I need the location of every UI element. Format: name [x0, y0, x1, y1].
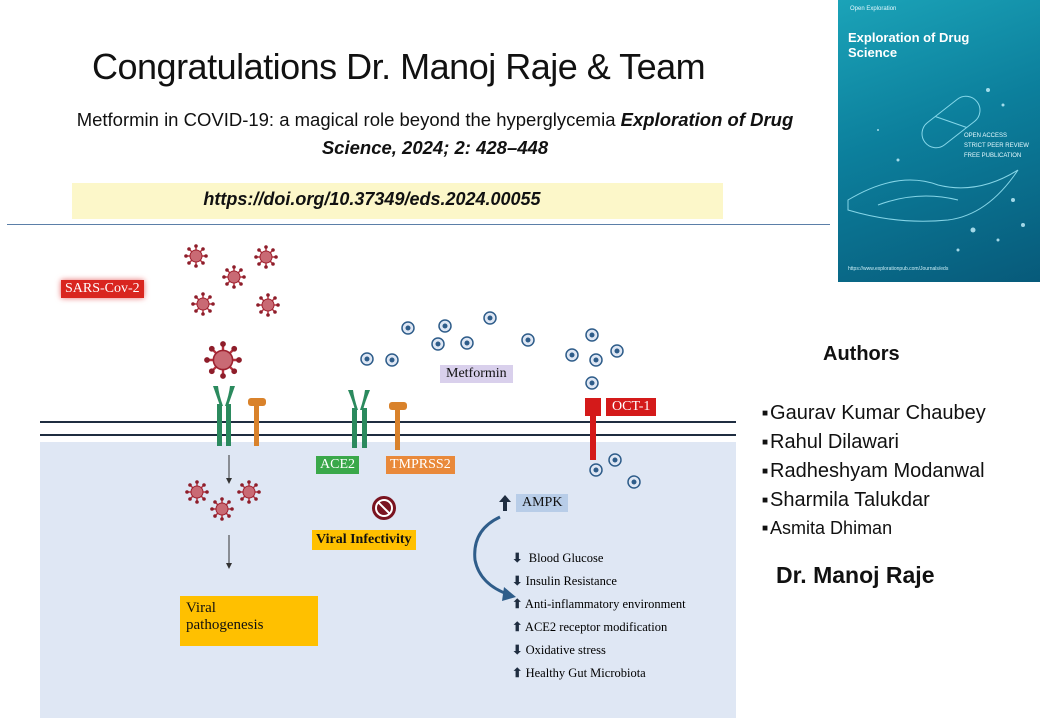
oct1-label: OCT-1: [606, 398, 657, 416]
cover-publisher: Open Exploration: [850, 6, 897, 12]
tmprss2-protease: [248, 398, 266, 446]
bound-virus: [202, 339, 244, 381]
virus-particle: [183, 243, 209, 269]
doi-highlight: [72, 183, 723, 219]
journal-cover-image: Open Exploration Exploration of Drug Sci…: [838, 0, 1040, 282]
virus-particle: [184, 479, 210, 505]
metformin-molecule: [585, 376, 599, 390]
author-item: ■Radheshyam Modanwal: [762, 460, 985, 482]
cover-title: Exploration of Drug Science: [848, 30, 970, 60]
ampk-label: AMPK: [516, 494, 569, 512]
effect-item: ⬇ Insulin Resistance: [512, 574, 617, 588]
metformin-molecule: [565, 348, 579, 362]
ace2-receptor: [348, 390, 370, 448]
citation: Metformin in COVID-19: a magical role be…: [40, 106, 830, 162]
metformin-molecule: [431, 337, 445, 351]
cell-interior: [40, 442, 736, 718]
metformin-molecule: [589, 463, 603, 477]
ampk-effects-arrow: [473, 515, 511, 597]
effect-item: ⬇ Oxidative stress: [512, 643, 606, 657]
metformin-molecule: [608, 453, 622, 467]
diagram-graphics: [40, 243, 736, 718]
author-item: ■Gaurav Kumar Chaubey: [762, 402, 986, 424]
metformin-label: Metformin: [440, 365, 513, 383]
virus-particle: [253, 244, 279, 270]
tmprss2-protease: [389, 402, 407, 450]
virus-particle: [255, 292, 281, 318]
virus-particle: [236, 479, 262, 505]
ace2-label: ACE2: [316, 456, 359, 474]
principal-investigator: Dr. Manoj Raje: [776, 562, 935, 588]
cover-url: https://www.explorationpub.com/Journals/…: [848, 266, 949, 272]
metformin-molecule: [401, 321, 415, 335]
metformin-molecule: [360, 352, 374, 366]
metformin-molecule: [460, 336, 474, 350]
up-arrow-icon: [499, 495, 511, 511]
authors-heading: Authors: [823, 343, 900, 365]
page-title: Congratulations Dr. Manoj Raje & Team: [92, 46, 706, 87]
metformin-molecule: [385, 353, 399, 367]
doi-link[interactable]: https://doi.org/10.37349/eds.2024.00055: [203, 189, 541, 209]
citation-text: Metformin in COVID-19: a magical role be…: [76, 109, 621, 130]
virus-particle: [209, 496, 235, 522]
effect-item: ⬆ Healthy Gut Microbiota: [512, 666, 646, 680]
metformin-molecule: [627, 475, 641, 489]
cover-artwork: [847, 88, 1025, 252]
metformin-molecule: [521, 333, 535, 347]
metformin-molecule: [589, 353, 603, 367]
author-item: ■Asmita Dhiman: [762, 518, 893, 538]
effect-item: ⬇ Blood Glucose: [512, 551, 604, 565]
ace2-receptor-bound: [213, 386, 235, 446]
oct1-transporter: [585, 398, 601, 460]
effect-item: ⬆ Anti-inflammatory environment: [512, 597, 686, 611]
virus-particle: [190, 291, 216, 317]
metformin-molecule: [483, 311, 497, 325]
prohibition-icon: [372, 496, 396, 520]
virus-particle: [221, 264, 247, 290]
metformin-molecule: [438, 319, 452, 333]
author-item: ■Rahul Dilawari: [762, 431, 899, 453]
divider: [7, 224, 830, 225]
tmprss2-label: TMPRSS2: [386, 456, 455, 474]
cover-tags: OPEN ACCESS STRICT PEER REVIEW FREE PUBL…: [964, 133, 1029, 159]
viral-infectivity-label: Viral Infectivity: [312, 530, 416, 550]
metformin-molecule: [585, 328, 599, 342]
metformin-molecule: [610, 344, 624, 358]
mechanism-diagram: SARS-Cov-2 Metformin ACE2 TMPRSS2 OCT-1 …: [0, 230, 760, 720]
citation-journal: Exploration of Drug Science, 2024; 2: 42…: [321, 109, 794, 158]
author-item: ■Sharmila Talukdar: [762, 489, 930, 511]
effect-item: ⬆ ACE2 receptor modification: [512, 620, 668, 634]
sars-cov2-label: SARS-Cov-2: [61, 280, 144, 298]
